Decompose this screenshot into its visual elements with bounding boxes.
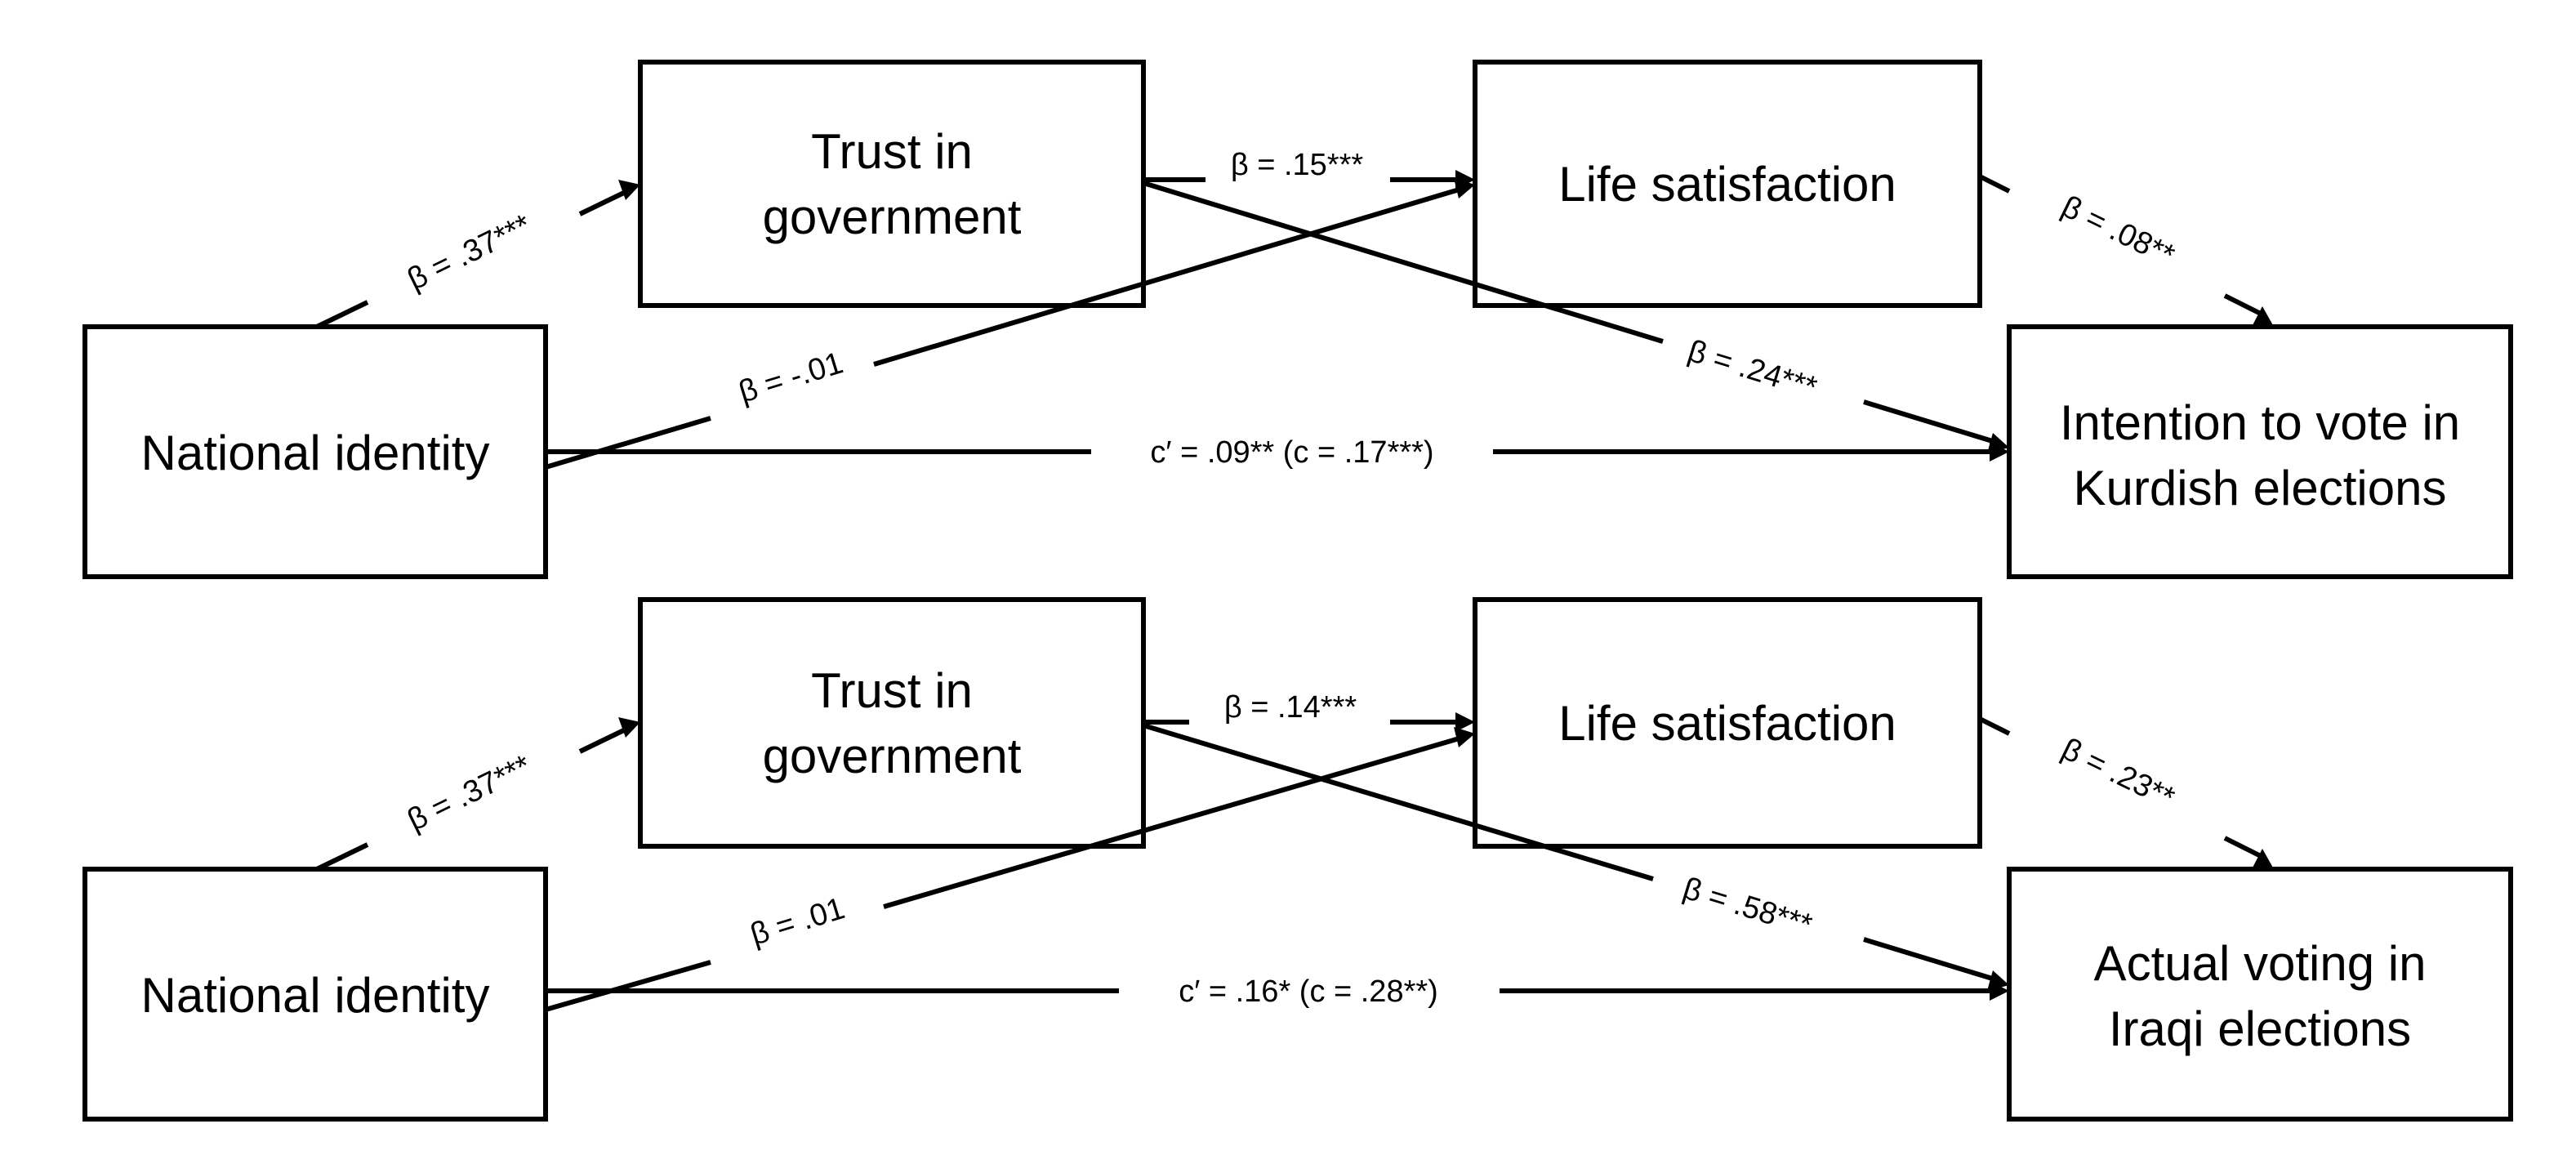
- path-identity-life-seg2: [873, 186, 1463, 367]
- coef-direct: c′ = .16* (c = .28**): [1179, 975, 1438, 1009]
- path-identity-trust-seg2: [578, 725, 631, 754]
- mediator-2-label: Life satisfaction: [1558, 157, 1896, 212]
- outcome-box: [2007, 867, 2513, 1122]
- arrowhead-direct: [1990, 981, 2009, 1001]
- path-life-outcome-seg2: [2223, 293, 2262, 316]
- path-identity-life-seg1: [545, 416, 711, 470]
- mediator-1-label-line1: Trust in: [811, 663, 973, 718]
- mediator-1-label-line2: government: [763, 729, 1022, 783]
- coef-life-outcome: β = .08**: [2057, 190, 2180, 274]
- panel-1: National identity Trust in government Li…: [82, 60, 2513, 579]
- arrowhead-life-outcome: [2253, 306, 2274, 327]
- arrowhead-identity-trust: [618, 717, 640, 738]
- mediator-1-label-line2: government: [763, 190, 1022, 244]
- national-identity-box: [82, 324, 548, 579]
- trust-box: [638, 597, 1146, 849]
- trust-box: [638, 60, 1146, 308]
- path-life-outcome-seg1: [1978, 174, 2011, 194]
- predictor-label: National identity: [141, 426, 490, 480]
- coef-identity-trust: β = .37***: [403, 749, 537, 838]
- path-trust-outcome-seg2: [1863, 399, 1999, 445]
- coef-trust-life: β = .14***: [1224, 690, 1357, 725]
- life-satisfaction-box: [1473, 60, 1982, 308]
- arrowhead-identity-trust: [618, 180, 640, 200]
- outcome-label-line2: Kurdish elections: [2074, 461, 2447, 515]
- path-life-outcome-seg2: [2223, 836, 2262, 859]
- outcome-box: [2007, 324, 2513, 579]
- coef-direct: c′ = .09** (c = .17***): [1150, 435, 1433, 470]
- panel-2: National identity Trust in government Li…: [82, 597, 2513, 1122]
- coef-trust-life: β = .15***: [1231, 148, 1364, 182]
- outcome-label-line2: Iraqi elections: [2109, 1001, 2411, 1056]
- path-trust-outcome-seg1: [1143, 181, 1664, 344]
- outcome-label-line1: Actual voting in: [2094, 936, 2427, 991]
- mediator-2-label: Life satisfaction: [1558, 696, 1896, 751]
- mediator-1-label-line1: Trust in: [811, 124, 973, 179]
- path-identity-trust-seg1: [315, 842, 369, 872]
- coef-life-outcome: β = .23**: [2057, 732, 2180, 816]
- arrowhead-direct: [1990, 442, 2009, 462]
- path-identity-trust-seg2: [578, 188, 631, 216]
- arrowhead-trust-life: [1455, 712, 1475, 732]
- path-trust-outcome-seg2: [1863, 937, 1999, 983]
- arrowhead-trust-life: [1455, 170, 1475, 190]
- national-identity-box: [82, 867, 548, 1122]
- coef-identity-life: β = .01: [747, 891, 849, 952]
- path-identity-trust-seg1: [315, 300, 369, 329]
- outcome-label-line1: Intention to vote in: [2060, 395, 2460, 450]
- path-life-outcome-seg1: [1978, 716, 2011, 736]
- coef-identity-trust: β = .37***: [403, 208, 537, 297]
- life-satisfaction-box: [1473, 597, 1982, 849]
- arrowhead-identity-life: [1454, 727, 1475, 747]
- predictor-label: National identity: [141, 968, 490, 1023]
- path-identity-life-seg1: [545, 960, 711, 1012]
- coef-identity-life: β = -.01: [735, 346, 847, 409]
- arrowhead-life-outcome: [2253, 849, 2274, 869]
- path-identity-life-seg2: [883, 735, 1463, 909]
- coef-trust-outcome: β = .24***: [1684, 334, 1821, 406]
- coef-trust-outcome: β = .58***: [1679, 872, 1816, 943]
- path-trust-outcome-seg1: [1143, 723, 1654, 881]
